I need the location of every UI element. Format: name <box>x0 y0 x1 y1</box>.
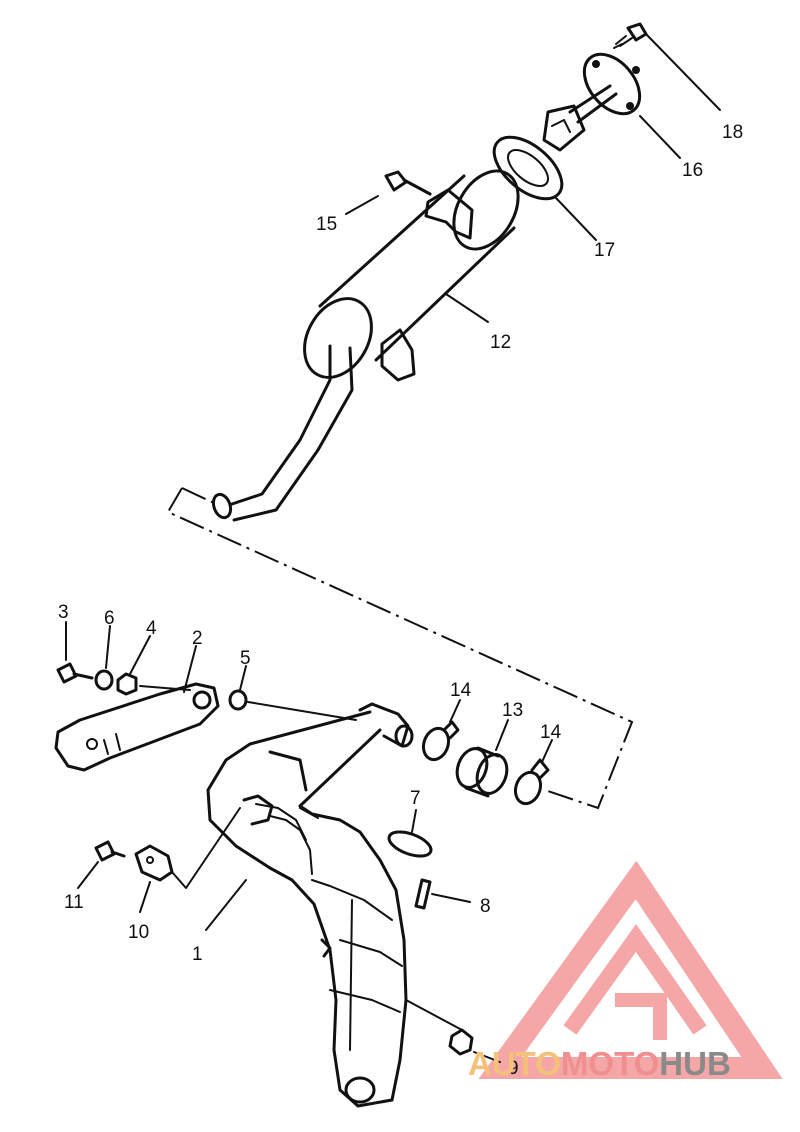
label-2: 2 <box>192 628 203 649</box>
label-10: 10 <box>128 922 149 943</box>
nut-4 <box>116 635 191 696</box>
screw-18 <box>613 22 721 111</box>
label-12: 12 <box>490 332 511 353</box>
label-14b: 14 <box>540 722 562 743</box>
bolt-3 <box>56 621 94 684</box>
bracket-2 <box>54 645 220 772</box>
label-13: 13 <box>502 700 523 721</box>
clamp-14b <box>513 739 553 806</box>
label-11: 11 <box>64 892 84 913</box>
part-labels: 18 16 17 15 12 3 6 4 2 5 14 13 14 7 8 11… <box>58 122 743 1079</box>
bolt-11 <box>77 840 126 889</box>
label-16: 16 <box>682 160 703 181</box>
bolt-15 <box>345 170 432 215</box>
watermark-moto: MOTO <box>560 1045 660 1082</box>
label-18: 18 <box>722 122 743 143</box>
label-14a: 14 <box>450 680 472 701</box>
label-8: 8 <box>480 896 491 917</box>
gasket-17 <box>492 135 597 241</box>
connection-lines <box>166 487 634 810</box>
watermark-auto: AUTO <box>468 1045 561 1082</box>
watermark-hub: HUB <box>659 1045 731 1082</box>
label-17: 17 <box>594 240 615 261</box>
joint-13 <box>455 719 509 798</box>
label-1: 1 <box>192 944 203 965</box>
holder-10 <box>134 807 241 913</box>
label-7: 7 <box>410 788 421 809</box>
label-4: 4 <box>146 618 157 639</box>
watermark-logo <box>478 860 783 1079</box>
clamp-14a <box>421 699 461 762</box>
washer-6 <box>94 625 114 691</box>
nut-9 <box>405 999 501 1063</box>
gasket-7 <box>387 809 433 858</box>
watermark-brand: AUTOMOTOHUB <box>468 1045 800 1087</box>
label-5: 5 <box>240 648 251 669</box>
label-6: 6 <box>104 608 115 629</box>
label-15: 15 <box>316 214 337 235</box>
expansion-chamber-1 <box>205 702 414 1108</box>
label-9: 9 <box>508 1058 519 1079</box>
washer-5 <box>228 665 357 721</box>
label-3: 3 <box>58 602 69 623</box>
muffler-12 <box>211 169 520 522</box>
stud-bolt-8 <box>414 878 471 910</box>
tail-pipe-16 <box>542 52 681 159</box>
